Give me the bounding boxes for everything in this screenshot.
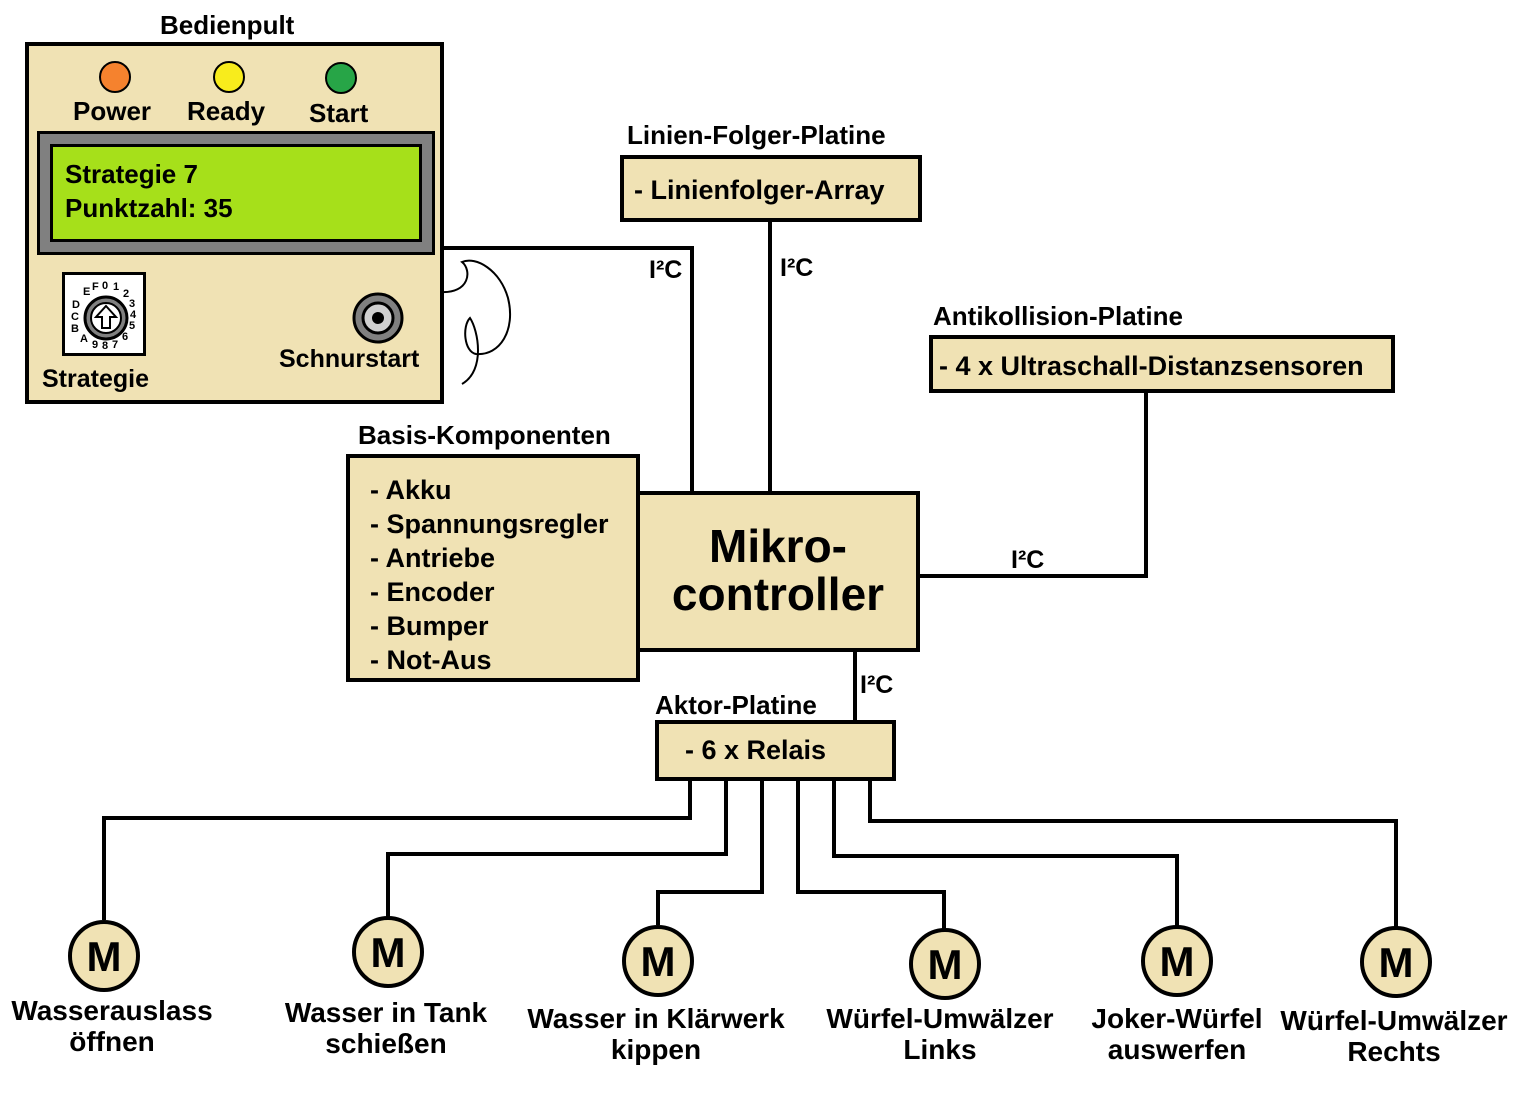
basis-item: - Bumper [370,611,489,641]
jack-label: Schnurstart [279,345,420,373]
lcd-line-2: Punktzahl: 35 [65,193,233,223]
svg-text:6: 6 [122,331,128,343]
jack-socket-icon[interactable] [351,291,405,345]
ready-led-label: Ready [187,96,266,126]
svg-text:B: B [71,323,79,335]
basis-item: - Encoder [370,577,495,607]
svg-text:E: E [83,286,90,298]
motor-icon: M [1141,925,1213,997]
motor-icon: M [622,925,694,997]
bus-label-actor: I²C [860,671,894,699]
svg-text:3: 3 [129,298,135,310]
lcd-line-1: Strategie 7 [65,159,198,189]
motor-icon: M [909,928,981,1000]
line-follower-title: Linien-Folger-Platine [627,120,886,150]
svg-text:7: 7 [112,339,118,351]
svg-text:9: 9 [92,339,98,351]
svg-text:2: 2 [123,288,129,300]
svg-text:D: D [72,299,80,311]
strategy-dial-label: Strategie [42,365,149,393]
svg-text:0: 0 [102,280,108,292]
bus-label-panel: I²C [649,256,683,284]
basis-item: - Not-Aus [370,645,492,675]
anticollision-item: - 4 x Ultraschall-Distanzsensoren [939,351,1364,381]
lcd-screen: Strategie 7 Punktzahl: 35 [50,144,422,242]
bus-label-anticollision: I²C [1011,546,1045,574]
svg-text:4: 4 [130,309,137,321]
power-led-label: Power [73,96,152,126]
svg-text:F: F [92,281,99,293]
control-panel: Power Ready Start Strategie 7 Punktzahl:… [25,42,444,404]
lcd-frame: Strategie 7 Punktzahl: 35 [37,131,435,255]
actor-board: - 6 x Relais [655,720,896,781]
svg-text:A: A [80,333,88,345]
anticollision-title: Antikollision-Platine [933,301,1183,331]
basis-item: - Spannungsregler [370,509,609,539]
svg-text:C: C [71,311,79,323]
mcu-line-1: Mikro- [709,520,847,572]
motor-icon: M [352,916,424,988]
basis-title: Basis-Komponenten [358,420,611,450]
power-led [99,61,131,93]
start-led [325,62,357,94]
basis-item: - Antriebe [370,543,496,573]
svg-text:5: 5 [129,320,135,332]
bus-label-line-follower: I²C [780,254,814,282]
actor-title: Aktor-Platine [655,690,817,720]
svg-text:1: 1 [113,281,119,293]
basis-item: - Akku [370,475,452,505]
mcu-line-2: controller [671,568,885,620]
microcontroller-box: Mikro- controller [636,491,920,652]
line-follower-board: - Linienfolger-Array [620,155,922,222]
actor-item: - 6 x Relais [685,735,827,765]
svg-text:8: 8 [102,340,108,352]
basis-components-box: - Akku - Spannungsregler - Antriebe - En… [346,454,640,682]
line-follower-item: - Linienfolger-Array [634,175,885,205]
start-led-label: Start [309,98,369,128]
anticollision-board: - 4 x Ultraschall-Distanzsensoren [929,335,1395,393]
ready-led [213,61,245,93]
panel-title: Bedienpult [160,10,295,40]
motor-icon: M [1360,926,1432,998]
motor-icon: M [68,920,140,992]
